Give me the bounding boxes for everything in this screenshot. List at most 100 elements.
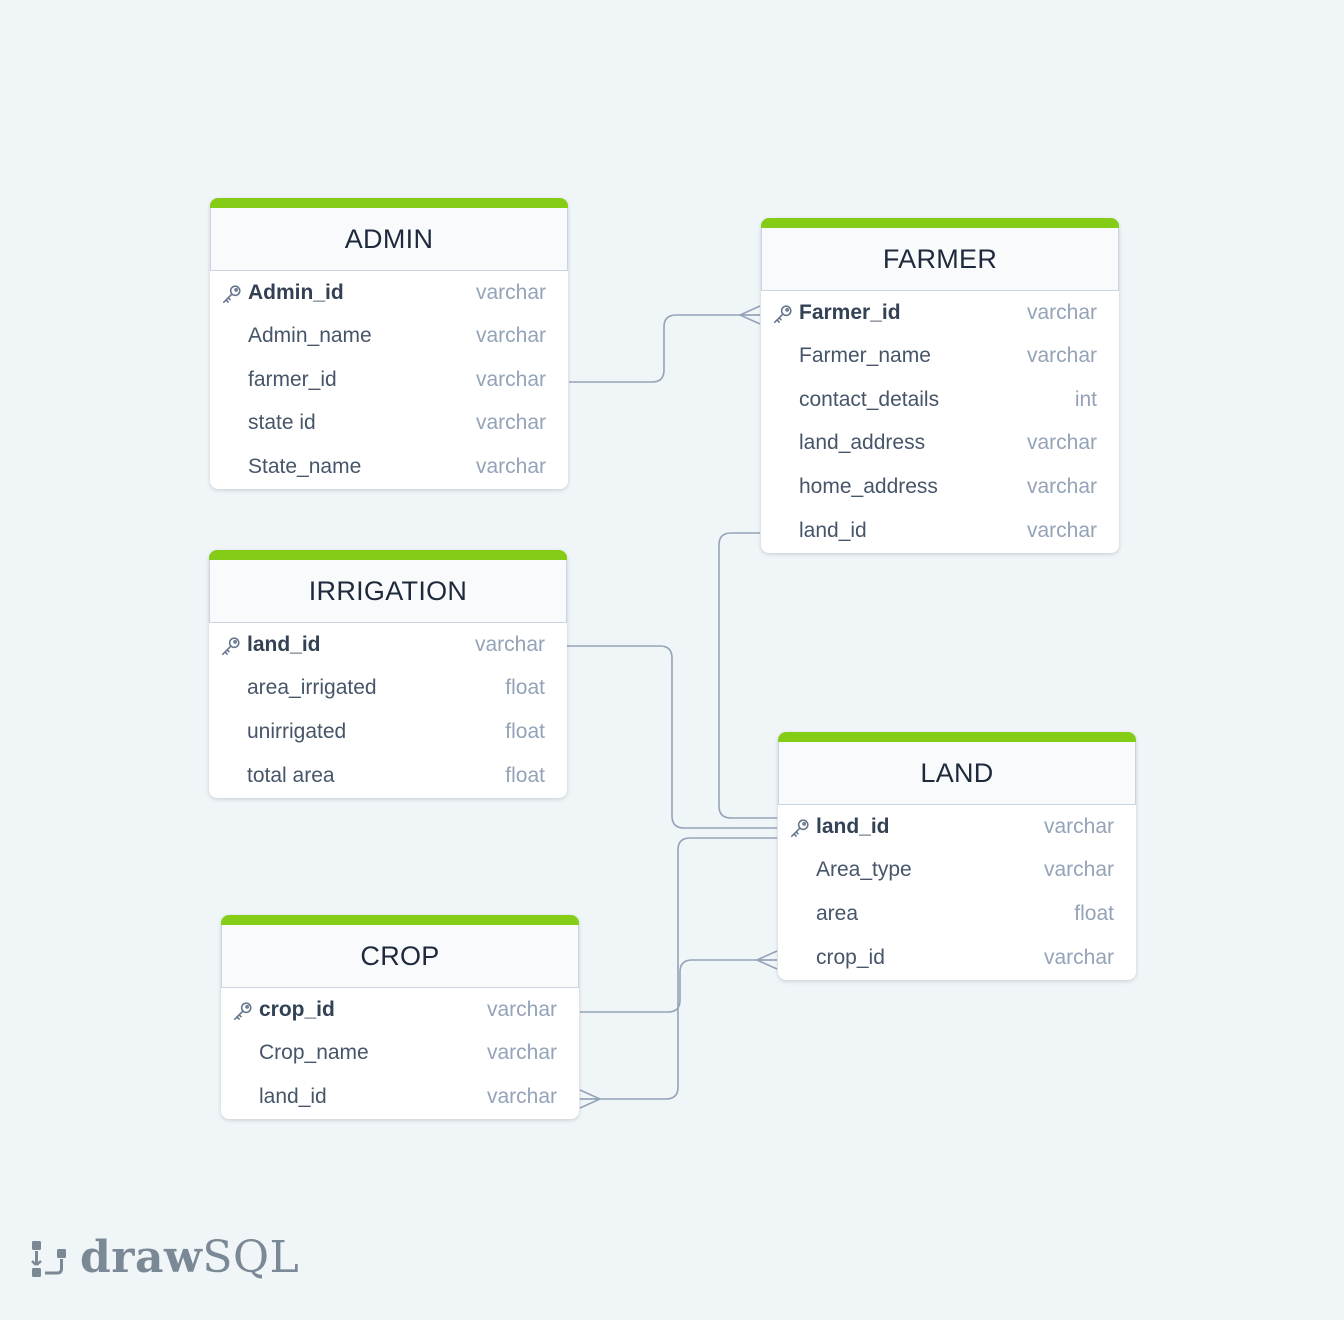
column-name: Admin_id [248, 280, 344, 304]
column-type: varchar [1043, 945, 1114, 969]
table-title: FARMER [761, 228, 1119, 291]
column-type: varchar [475, 455, 546, 478]
column-row[interactable]: unirrigated float [209, 710, 567, 754]
column-row[interactable]: contact_details int [761, 378, 1119, 422]
column-type: float [505, 676, 545, 700]
column-type: varchar [486, 1085, 557, 1108]
primary-key-icon [221, 283, 243, 305]
column-name: Admin_name [248, 324, 372, 348]
column-row[interactable]: land_id varchar [761, 509, 1119, 553]
column-type: varchar [1026, 474, 1097, 498]
brand-draw: draw [80, 1232, 203, 1283]
column-row[interactable]: Farmer_id varchar [761, 291, 1119, 335]
table-accent-bar [210, 198, 568, 208]
column-name: land_id [799, 518, 867, 542]
column-name: state id [248, 411, 316, 435]
column-name: crop_id [259, 997, 335, 1021]
column-name: farmer_id [248, 367, 337, 391]
column-name: Farmer_name [799, 344, 931, 368]
column-row[interactable]: crop_id varchar [778, 936, 1136, 980]
column-type: varchar [486, 997, 557, 1021]
column-row[interactable]: area float [778, 892, 1136, 936]
column-name: crop_id [816, 945, 885, 969]
column-row[interactable]: Crop_name varchar [221, 1032, 579, 1076]
column-name: Area_type [816, 858, 912, 882]
table-accent-bar [221, 915, 579, 925]
column-name: contact_details [799, 387, 940, 411]
column-row[interactable]: area_irrigated float [209, 667, 567, 711]
table-title: ADMIN [210, 208, 568, 271]
column-row[interactable]: Area_type varchar [778, 849, 1136, 893]
primary-key-icon [789, 817, 811, 839]
crowfoot-farmer-icon [738, 305, 761, 325]
column-row[interactable]: Farmer_name varchar [761, 335, 1119, 379]
column-type: varchar [1026, 518, 1097, 542]
column-name: area_irrigated [247, 676, 377, 700]
column-row[interactable]: Admin_name varchar [210, 315, 568, 359]
column-name: area [816, 901, 859, 925]
table-title: CROP [221, 925, 579, 988]
column-type: int [1074, 387, 1097, 411]
crowfoot-crop-icon [579, 1089, 602, 1109]
column-name: unirrigated [247, 719, 347, 743]
column-type: varchar [475, 411, 546, 435]
table-accent-bar [761, 218, 1119, 228]
column-name: Crop_name [259, 1041, 369, 1065]
column-name: land_id [259, 1085, 327, 1108]
column-type: varchar [1026, 344, 1097, 368]
crowfoot-land-icon [755, 950, 778, 970]
column-type: varchar [1043, 858, 1114, 882]
column-row[interactable]: State_name varchar [210, 445, 568, 489]
column-row[interactable]: land_id varchar [778, 805, 1136, 849]
column-row[interactable]: Admin_id varchar [210, 271, 568, 315]
column-type: varchar [475, 280, 546, 304]
column-name: home_address [799, 474, 938, 498]
table-title: LAND [778, 742, 1136, 805]
column-type: varchar [1026, 300, 1097, 324]
connector-land-crop [580, 837, 777, 1100]
column-type: varchar [1043, 814, 1114, 838]
column-type: float [505, 719, 545, 743]
column-name: land_id [816, 814, 890, 838]
drawsql-brand: drawSQL [30, 1232, 299, 1283]
connector-admin-farmer [569, 314, 760, 383]
column-type: varchar [475, 324, 546, 348]
column-row[interactable]: home_address varchar [761, 465, 1119, 509]
column-name: total area [247, 763, 335, 787]
column-name: Farmer_id [799, 300, 901, 324]
primary-key-icon [220, 635, 242, 657]
column-row[interactable]: farmer_id varchar [210, 358, 568, 402]
column-type: varchar [474, 632, 545, 656]
column-type: varchar [486, 1041, 557, 1065]
primary-key-icon [772, 303, 794, 325]
column-type: float [1074, 901, 1114, 925]
table-accent-bar [778, 732, 1136, 742]
column-row[interactable]: land_id varchar [221, 1075, 579, 1119]
column-type: varchar [475, 367, 546, 391]
primary-key-icon [232, 1000, 254, 1022]
column-row[interactable]: state id varchar [210, 402, 568, 446]
table-title: IRRIGATION [209, 560, 567, 623]
column-name: State_name [248, 455, 362, 478]
drawsql-logo-icon [31, 1240, 66, 1277]
column-row[interactable]: crop_id varchar [221, 988, 579, 1032]
column-name: land_address [799, 431, 926, 455]
connector-farmer-land [718, 532, 777, 819]
brand-sql: SQL [202, 1232, 300, 1283]
connector-crop-land [580, 959, 777, 1013]
table-accent-bar [209, 550, 567, 560]
